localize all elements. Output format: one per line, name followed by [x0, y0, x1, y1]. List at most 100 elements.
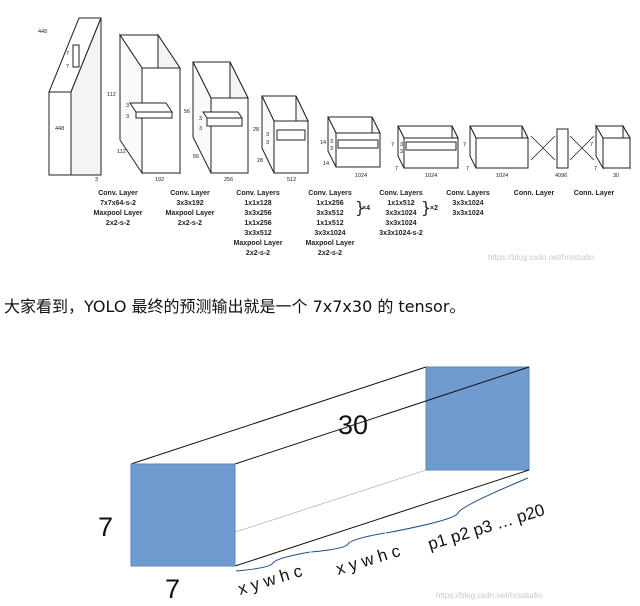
dim-label: 3	[400, 142, 403, 148]
caption-line: Conv. Layers	[236, 190, 280, 197]
caption-line: Conv. Layers	[446, 190, 490, 197]
brace-3	[385, 477, 529, 534]
dim-label: 1024	[425, 173, 437, 179]
dim-label: 3	[126, 114, 129, 120]
dim-label: 3	[199, 116, 202, 122]
fc-block-4096	[556, 128, 569, 169]
caption-line: 1x1x512	[387, 200, 415, 207]
dim-label: 3	[266, 132, 269, 138]
dim-label: 7	[594, 166, 597, 172]
dim-label: 448	[55, 126, 64, 132]
conv-block-28	[261, 95, 309, 174]
caption-layer-3: Conv. Layers 1x1x128 3x3x256 1x1x256 3x3…	[218, 189, 298, 259]
caption-layer-2: Conv. Layer 3x3x192 Maxpool Layer 2x2-s-…	[150, 189, 230, 229]
dim-label: 1024	[496, 173, 508, 179]
caption-layer-4: Conv. Layers 1x1x256 3x3x512 1x1x512 3x3…	[290, 189, 370, 259]
caption-line: 1x1x512	[316, 220, 344, 227]
caption-line: Conn. Layer	[513, 190, 555, 197]
edge	[234, 469, 530, 567]
caption-line: 2x2-s-2	[317, 250, 343, 257]
conv-block-56	[192, 61, 249, 174]
caption-line: Conv. Layers	[379, 190, 423, 197]
dim-label: 7	[391, 142, 394, 148]
dim-label: 30	[613, 173, 619, 179]
edge	[234, 366, 530, 465]
caption-line: 1x1x256	[316, 200, 344, 207]
dim-label: 3	[266, 140, 269, 146]
dim-label: 256	[224, 177, 233, 183]
output-block-30	[595, 124, 631, 170]
caption-line: 3x3x1024	[385, 220, 417, 227]
caption-layer-8: Conn. Layer	[554, 189, 634, 199]
dim-label: 28	[253, 127, 259, 133]
dim-label: 3	[400, 149, 403, 155]
conv-block-14	[327, 116, 381, 168]
dim-label: 14	[320, 140, 326, 146]
dim-label: 3	[126, 103, 129, 109]
watermark: https://blog.csdn.net/hrsstudio	[488, 253, 595, 262]
dim-label: 3	[95, 177, 98, 183]
caption-line: 7x7x64-s-2	[100, 200, 136, 207]
depth-label: 30	[338, 410, 368, 440]
dim-label: 512	[287, 177, 296, 183]
caption-line: Maxpool Layer	[233, 240, 283, 247]
dim-label: 56	[193, 154, 199, 160]
caption-layer-6: Conv. Layers 3x3x1024 3x3x1024	[428, 189, 508, 219]
caption-line: 2x2-s-2	[245, 250, 271, 257]
caption-line: Maxpool Layer	[93, 210, 143, 217]
repeat-brace-x2: }	[421, 198, 432, 217]
caption-line: 2x2-s-2	[177, 220, 203, 227]
dim-label: 28	[257, 158, 263, 164]
height-label: 7	[98, 512, 113, 542]
repeat-brace-x4: }	[355, 198, 366, 217]
brace-2	[310, 532, 386, 553]
caption-line: 3x3x1024	[314, 230, 346, 237]
dim-label: 7	[66, 51, 69, 57]
caption-line: 3x3x1024	[385, 210, 417, 217]
dim-label: 3	[330, 139, 333, 145]
dim-label: 7	[466, 166, 469, 172]
dim-label: 56	[184, 109, 190, 115]
tensor-box	[130, 366, 530, 567]
dim-label: 3	[330, 146, 333, 152]
repeat-label-x4: ×4	[362, 205, 370, 212]
dimension-labels: 448 448 3 7 7 112 112 192 3 3 56 56 256 …	[38, 29, 619, 183]
caption-line: Maxpool Layer	[165, 210, 215, 217]
caption-line: Conv. Layers	[308, 190, 352, 197]
dim-label: 112	[117, 149, 126, 155]
caption-line: 3x3x512	[244, 230, 272, 237]
caption-line: 1x1x128	[244, 200, 272, 207]
dim-label: 3	[199, 126, 202, 132]
dim-label: 14	[323, 161, 329, 167]
caption-line: Conv. Layer	[170, 190, 210, 197]
dim-label: 7	[395, 166, 398, 172]
conv-block-7b	[469, 125, 529, 169]
caption-line: Maxpool Layer	[305, 240, 355, 247]
dim-label: 1024	[355, 173, 367, 179]
edge	[130, 366, 427, 465]
caption-layer-1: Conv. Layer 7x7x64-s-2 Maxpool Layer 2x2…	[78, 189, 158, 229]
caption-line: 3x3x1024	[452, 200, 484, 207]
repeat-label-x2: ×2	[430, 205, 438, 212]
caption-line: 3x3x1024	[452, 210, 484, 217]
dim-label: 448	[38, 29, 47, 35]
caption-line: 2x2-s-2	[105, 220, 131, 227]
conv-block-7a	[397, 125, 459, 169]
group-label-classes: p1 p2 p3 … p20	[426, 500, 547, 554]
dim-label: 192	[155, 177, 164, 183]
tensor-diagram: 30 7 7 x y w h c x y w h c p1 p2 p3 … p2…	[98, 366, 547, 604]
yolo-architecture-diagram: 448 448 3 7 7 112 112 192 3 3 56 56 256 …	[38, 17, 631, 183]
group-label-box1: x y w h c	[236, 561, 305, 599]
caption-line: Conv. Layer	[98, 190, 138, 197]
dim-label: 7	[463, 142, 466, 148]
caption-line: Conn. Layer	[573, 190, 615, 197]
dim-label: 7	[66, 64, 69, 70]
dim-label: 7	[590, 142, 593, 148]
caption-layer-7: Conn. Layer	[494, 189, 574, 199]
caption-layer-5: Conv. Layers 1x1x512 3x3x1024 3x3x1024 3…	[361, 189, 441, 239]
dim-label: 112	[107, 92, 116, 98]
caption-line: 3x3x192	[176, 200, 204, 207]
input-image-block	[48, 17, 102, 176]
caption-line: 3x3x1024-s-2	[379, 230, 423, 237]
watermark: https://blog.csdn.net/hrsstudio	[436, 591, 543, 600]
